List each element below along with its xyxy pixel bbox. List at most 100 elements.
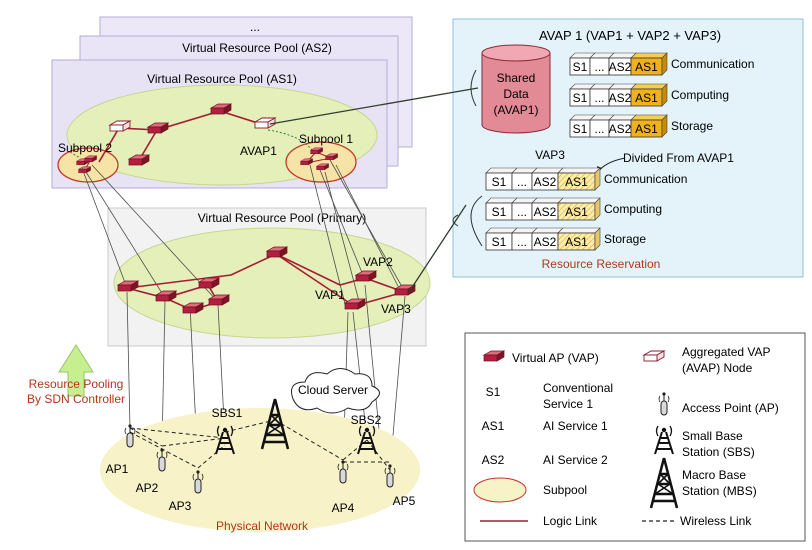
legend-as1-key: AS1	[482, 419, 505, 433]
legend-wireless: Wireless Link	[680, 514, 752, 528]
vap3-row: S1... AS2 AS1 Storage	[485, 227, 646, 251]
avap-cell-text: AS1	[635, 122, 658, 136]
vap1-label: VAP1	[315, 288, 345, 302]
vap3-row-label: Storage	[604, 232, 646, 246]
vap3-cell-text: AS1	[565, 205, 588, 219]
avap1-panel-connector	[269, 87, 479, 125]
vap3-cell-text: AS2	[534, 175, 557, 189]
avap-row-label: Computing	[671, 88, 729, 102]
ap1-label: AP1	[106, 462, 129, 476]
vap2-label: VAP2	[363, 255, 393, 269]
vap3-cell-text: S1	[492, 175, 507, 189]
divided-note: Divided From AVAP1	[623, 151, 734, 165]
pooling-line-2: By SDN Controller	[27, 392, 125, 406]
db-line-3: (AVAP1)	[494, 103, 539, 117]
avap-row-label: Storage	[671, 119, 713, 133]
avap-cell-text: S1	[573, 91, 588, 105]
legend-box	[464, 332, 806, 542]
legend-s1-line2: Service 1	[543, 397, 593, 411]
sbs1-label: SBS1	[212, 406, 243, 420]
vap3-cell-text: AS2	[534, 205, 557, 219]
vap3-cell-text: S1	[492, 205, 507, 219]
vap3-panel-title: VAP3	[535, 148, 565, 162]
subpool2-pointer	[69, 151, 81, 159]
avap-cell-text: AS2	[609, 91, 632, 105]
avap-to-subpool-link	[267, 129, 313, 151]
legend-subpool-icon	[473, 477, 527, 503]
db-brace	[470, 69, 477, 107]
vap3-cell-text: ...	[517, 205, 527, 219]
avap-cell-text: ...	[594, 122, 604, 136]
vap3-brace	[452, 214, 459, 227]
ap4-label: AP4	[332, 501, 355, 515]
avap-cell-text: AS2	[609, 122, 632, 136]
legend-ap: Access Point (AP)	[682, 401, 779, 415]
physical-title: Physical Network	[216, 519, 309, 533]
subpool-1-label: Subpool 1	[299, 132, 353, 146]
legend-avap-line1: Aggregated VAP	[682, 345, 771, 359]
pool-as2-title: Virtual Resource Pool (AS2)	[182, 41, 332, 55]
db-line-1: Shared	[497, 71, 536, 85]
cloud-server-icon	[291, 368, 380, 414]
legend-avap-line2: (AVAP) Node	[682, 361, 753, 375]
avap-panel-title: AVAP 1 (VAP1 + VAP2 + VAP3)	[539, 28, 721, 43]
vap3-row-label: Computing	[604, 202, 662, 216]
cloud-label: Cloud Server	[298, 383, 368, 397]
wireless-links	[129, 419, 392, 471]
vap3-brace-outer	[470, 195, 483, 247]
vap3-cell-text: AS1	[565, 235, 588, 249]
vap3-cell-text: ...	[517, 235, 527, 249]
vap3-panel-connector	[408, 204, 467, 293]
pool-primary-title: Virtual Resource Pool (Primary)	[198, 211, 367, 225]
physical-ellipse	[100, 408, 420, 532]
pool-as1-title: Virtual Resource Pool (AS1)	[147, 72, 297, 86]
avap-row-label: Communication	[671, 57, 754, 71]
legend-vap: Virtual AP (VAP)	[512, 351, 599, 365]
ap3-label: AP3	[169, 499, 192, 513]
ap2-label: AP2	[136, 481, 159, 495]
panel-footer: Resource Reservation	[542, 257, 661, 271]
subpool-1-ellipse	[285, 141, 357, 183]
pool-ellipsis: ...	[250, 20, 260, 34]
vap3-row-label: Communication	[604, 172, 687, 186]
legend-logic: Logic Link	[543, 514, 598, 528]
avap-cell-text: S1	[573, 60, 588, 74]
legend-sbs-line1: Small Base	[682, 429, 743, 443]
legend-subpool: Subpool	[543, 483, 587, 497]
legend-mbs-line2: Station (MBS)	[682, 484, 757, 498]
pooling-line-1: Resource Pooling	[29, 377, 124, 391]
vap3-row: S1... AS2 AS1 Computing	[485, 197, 662, 221]
legend-s1-line1: Conventional	[543, 381, 613, 395]
sbs2-label: SBS2	[351, 413, 382, 427]
vap3-cell-text: ...	[517, 175, 527, 189]
subpool-2-label: Subpool 2	[58, 141, 112, 155]
legend-s1-key: S1	[486, 385, 501, 399]
avap-cell-text: ...	[594, 91, 604, 105]
legend-as2-key: AS2	[482, 453, 505, 467]
vap3-label: VAP3	[381, 302, 411, 316]
ap5-label: AP5	[393, 494, 416, 508]
legend-as1-val: AI Service 1	[543, 419, 608, 433]
vap3-cell-text: AS2	[534, 235, 557, 249]
pool-connector-lines	[81, 159, 406, 471]
avap-cell-text: AS2	[609, 60, 632, 74]
pooling-arrow-icon	[58, 344, 94, 397]
db-line-2: Data	[503, 87, 529, 101]
shared-data-cylinder	[481, 44, 551, 134]
avap1-label: AVAP1	[240, 144, 277, 158]
avap-cell-text: ...	[594, 60, 604, 74]
legend-sbs-line2: Station (SBS)	[682, 445, 755, 459]
avap-cell-text: S1	[573, 122, 588, 136]
legend-as2-val: AI Service 2	[543, 453, 608, 467]
avap-cell-text: AS1	[635, 60, 658, 74]
vap3-cell-text: S1	[492, 235, 507, 249]
avap-cell-text: AS1	[635, 91, 658, 105]
